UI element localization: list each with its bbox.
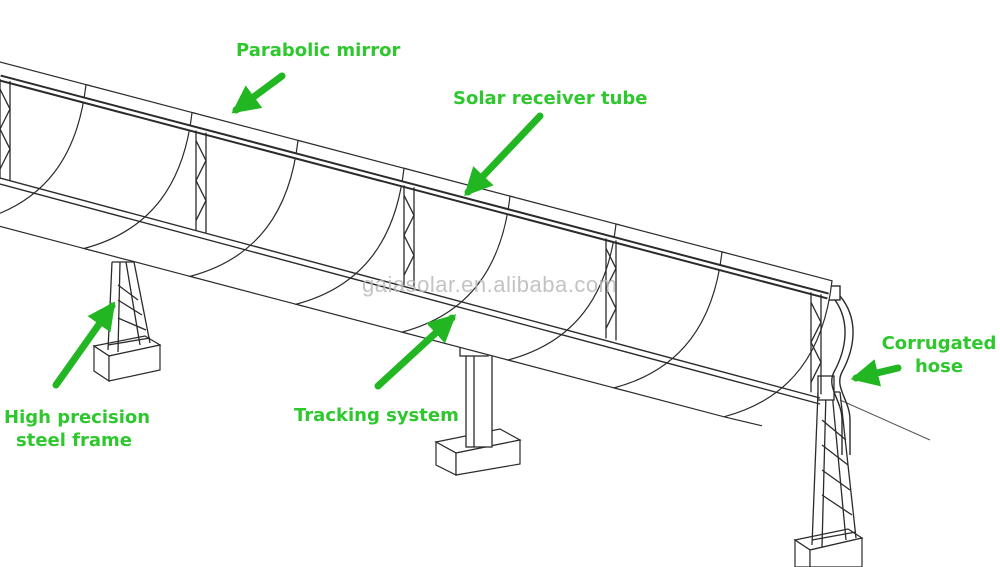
label-high-precision-steel-frame: High precision steel frame (4, 406, 151, 452)
arrow-receiver-tube (464, 112, 544, 197)
callout-arrows (52, 72, 902, 390)
corrugated-hose (825, 285, 854, 455)
receiver-support (195, 130, 207, 233)
foundation-right (793, 528, 864, 567)
receiver-supports (0, 79, 822, 395)
label-solar-receiver-tube: Solar receiver tube (453, 88, 648, 109)
arrow-parabolic-mirror (231, 72, 286, 114)
receiver-support (403, 185, 415, 288)
mirror-rib (723, 416, 763, 427)
parabolic-mirror-array (0, 61, 833, 427)
watermark: gaiasolar.en.alibaba.com (362, 272, 618, 297)
label-corrugated-hose: Corrugated hose (878, 332, 1000, 378)
receiver-support (605, 238, 617, 341)
label-high-precision-line2: steel frame (16, 430, 132, 451)
foundation-left (92, 335, 162, 383)
arrow-steel-frame (52, 301, 116, 389)
arrow-tracking-system (374, 314, 457, 390)
receiver-tube (0, 74, 829, 405)
label-corrugated-line2: hose (914, 356, 964, 377)
arrow-corrugated-hose (850, 359, 902, 387)
right-support-frame (811, 375, 857, 548)
label-tracking-system: Tracking system (294, 405, 459, 426)
receiver-support (810, 292, 822, 395)
receiver-support (0, 79, 11, 182)
label-high-precision-line1: High precision (4, 407, 151, 428)
ground-line (839, 399, 931, 441)
label-corrugated-line1: Corrugated (881, 333, 997, 354)
label-parabolic-mirror: Parabolic mirror (236, 40, 401, 61)
